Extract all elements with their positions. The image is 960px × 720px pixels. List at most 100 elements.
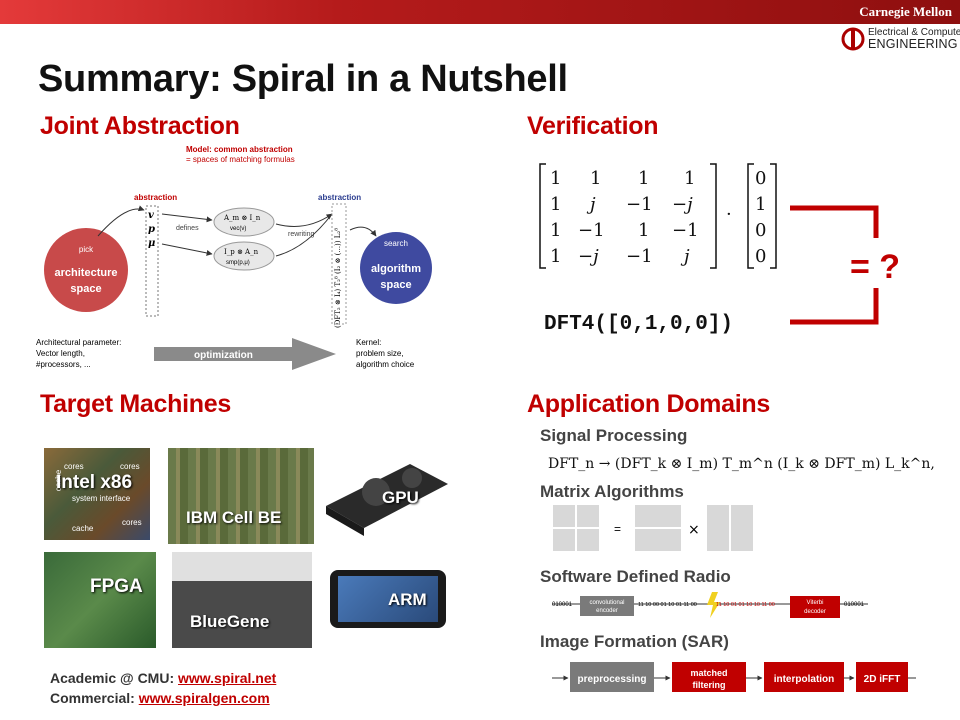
- arm-tile: ARM: [330, 570, 446, 628]
- slide-title: Summary: Spiral in a Nutshell: [38, 58, 568, 100]
- matrix-eq: =: [614, 522, 621, 536]
- m30: 1: [550, 246, 561, 267]
- v3: 0: [755, 246, 766, 267]
- m02: 1: [638, 168, 649, 189]
- sar-step-3: interpolation: [774, 674, 835, 685]
- v0: 0: [755, 168, 766, 189]
- param-v: v: [148, 210, 154, 221]
- fpga-label: FPGA: [90, 576, 143, 597]
- formula-bottom-sub: smp(p,μ): [226, 260, 250, 266]
- signal-processing-label: Signal Processing: [540, 426, 688, 445]
- left-note-2: Vector length,: [36, 349, 85, 358]
- m20: 1: [550, 220, 561, 241]
- sdr-bits-mid: 11 10 00 01 10 01 11 00: [638, 602, 697, 608]
- param-p: p: [148, 224, 155, 235]
- section-target-machines: Target Machines: [40, 390, 231, 418]
- left-note-3: #processors, ...: [36, 360, 91, 369]
- alg-space-line-2: space: [380, 279, 411, 291]
- gpu-label: GPU: [382, 488, 419, 507]
- param-box: [145, 205, 159, 317]
- algorithm-space-circle: [360, 232, 432, 304]
- v1: 1: [755, 194, 766, 215]
- formula-bottom: I_p ⊗ A_n: [224, 248, 259, 256]
- m31: −j: [578, 246, 599, 267]
- vertical-formula: (DFT₂ ⊗ I₄) T₂⁸ (I₂ ⊗ (...)) L₂⁸: [334, 228, 342, 328]
- optimization-label: optimization: [194, 350, 253, 361]
- arm-label: ARM: [388, 590, 427, 609]
- left-note-1: Architectural parameter:: [36, 338, 121, 347]
- spiralgen-link[interactable]: www.spiralgen.com: [138, 690, 270, 706]
- bracket-bottom: [790, 288, 879, 325]
- spiral-net-link[interactable]: www.spiral.net: [178, 670, 277, 686]
- academic-label: Academic @ CMU:: [50, 670, 179, 686]
- fpga-tile: FPGA: [44, 552, 156, 648]
- matrix-times: ×: [688, 522, 700, 538]
- matrix-algorithms-diagram: = ×: [552, 504, 755, 552]
- sar-label: Image Formation (SAR): [540, 632, 729, 651]
- right-note-2: problem size,: [356, 349, 404, 358]
- gpu-tile: GPU: [320, 444, 452, 544]
- model-line-1: Model: common abstraction: [186, 145, 293, 154]
- m12: −1: [626, 194, 653, 215]
- sdr-decoder-2: decoder: [804, 609, 826, 615]
- bracket-top: [790, 205, 879, 238]
- sar-step-1: preprocessing: [578, 674, 647, 685]
- right-note-1: Kernel:: [356, 338, 381, 347]
- section-joint-abstraction: Joint Abstraction: [40, 112, 240, 140]
- dot-operator: ·: [726, 204, 732, 225]
- intel-cache-label-2: cache: [72, 524, 94, 533]
- dft4-code: DFT4([0,1,0,0]): [544, 313, 734, 336]
- sdr-label: Software Defined Radio: [540, 567, 731, 586]
- m03: 1: [684, 168, 695, 189]
- org-name: Carnegie Mellon: [859, 4, 952, 19]
- optimization-arrow: [154, 338, 336, 370]
- joint-abstraction-diagram: Model: common abstraction = spaces of ma…: [36, 145, 432, 370]
- rewriting-label: rewriting: [288, 231, 315, 238]
- arch-space-line-2: space: [70, 283, 101, 295]
- intel-x86-label: Intel x86: [56, 472, 133, 493]
- intel-cores-label-3: cores: [122, 518, 142, 527]
- sar-pipeline: preprocessing matched filtering interpol…: [552, 662, 916, 692]
- sdr-encoder-2: encoder: [596, 608, 618, 614]
- formula-top-sub: vec(ν): [230, 226, 246, 232]
- search-label: search: [384, 239, 408, 248]
- section-verification: Verification: [527, 112, 659, 140]
- param-mu: μ: [148, 238, 155, 249]
- bluegene-tile: BlueGene: [172, 552, 312, 648]
- sar-step-4: 2D iFFT: [864, 674, 901, 685]
- m21: −1: [578, 220, 605, 241]
- m01: 1: [590, 168, 601, 189]
- dept-line-2: ENGINEERING: [868, 37, 958, 51]
- v2: 0: [755, 220, 766, 241]
- abstraction-left-label: abstraction: [134, 193, 177, 202]
- arch-space-line-1: architecture: [55, 267, 118, 279]
- m33: j: [680, 246, 690, 267]
- sdr-bits-left: 010001: [552, 602, 573, 608]
- formula-bottom-ellipse: [213, 241, 275, 271]
- intel-x86-tile: cores cores cache Intel x86 system inter…: [44, 448, 150, 540]
- alg-space-line-1: algorithm: [371, 263, 421, 275]
- m10: 1: [550, 194, 561, 215]
- intel-cores-label-2: cores: [120, 462, 140, 471]
- m23: −1: [672, 220, 699, 241]
- noise-bolt-icon: [707, 592, 720, 618]
- sdr-decoder-1: Viterbi: [807, 600, 824, 606]
- formula-top-ellipse: [213, 207, 275, 237]
- sdr-bits-mid2: 11 10 01 01 10 10 11 00: [716, 602, 775, 608]
- intel-sys-label: system interface: [72, 494, 131, 503]
- sdr-bits-right: 010001: [844, 602, 865, 608]
- m13: −j: [672, 194, 693, 215]
- abstraction-right-label: abstraction: [318, 193, 361, 202]
- section-application-domains: Application Domains: [527, 390, 770, 418]
- model-line-2: = spaces of matching formulas: [186, 155, 295, 164]
- svg-text:filtering: filtering: [693, 680, 726, 690]
- sdr-diagram: 010001 convolutional encoder 11 10 00 01…: [552, 592, 868, 618]
- m22: 1: [638, 220, 649, 241]
- dft-formula: DFT_n → (DFT_k ⊗ I_m) T_m^n (I_k ⊗ DFT_m…: [548, 456, 935, 472]
- m32: −1: [626, 246, 653, 267]
- ibm-cell-tile: IBM Cell BE: [168, 448, 314, 544]
- architecture-space-circle: [44, 228, 128, 312]
- ibm-cell-label: IBM Cell BE: [186, 508, 282, 527]
- intel-cores-label: cores: [64, 462, 84, 471]
- links-block: Academic @ CMU: www.spiral.net Commercia…: [50, 668, 276, 708]
